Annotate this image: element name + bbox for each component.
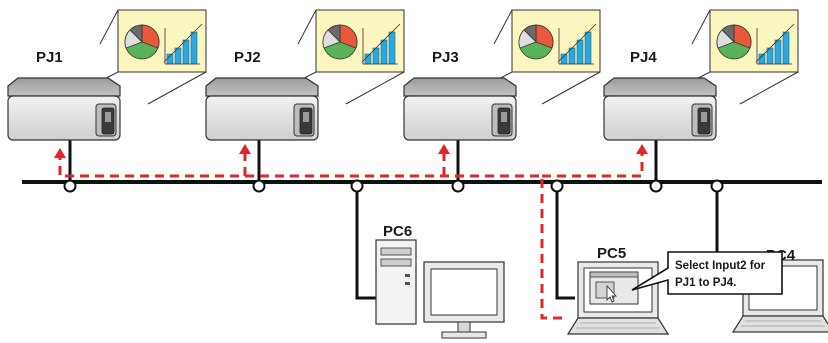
- projector-label-pj4: PJ4: [630, 49, 657, 66]
- callout-line1: Select Input2 for: [675, 260, 766, 272]
- projector-pj1: [7, 77, 121, 141]
- projector-pj2: [205, 77, 319, 141]
- network-drops: [68, 140, 719, 300]
- pointer-hand-icon: [606, 284, 618, 303]
- callout-line2: PJ1 to PJ4.: [675, 277, 736, 289]
- desktop-pc6: [375, 239, 505, 339]
- projectors: [7, 77, 717, 141]
- projector-pj4: [603, 77, 717, 141]
- projector-label-pj1: PJ1: [36, 49, 63, 66]
- callout: Select Input2 for PJ1 to PJ4.: [631, 251, 783, 295]
- computer-label-pc6: PC6: [383, 223, 412, 240]
- signal-path: [58, 154, 644, 320]
- pc5-screen-dialog: [589, 271, 639, 305]
- projector-label-pj2: PJ2: [234, 49, 261, 66]
- computer-label-pc5: PC5: [597, 245, 626, 262]
- projector-label-pj3: PJ3: [432, 49, 459, 66]
- signal-arrowheads: [54, 144, 648, 158]
- network-nodes: [63, 179, 724, 193]
- projector-pj3: [403, 77, 517, 141]
